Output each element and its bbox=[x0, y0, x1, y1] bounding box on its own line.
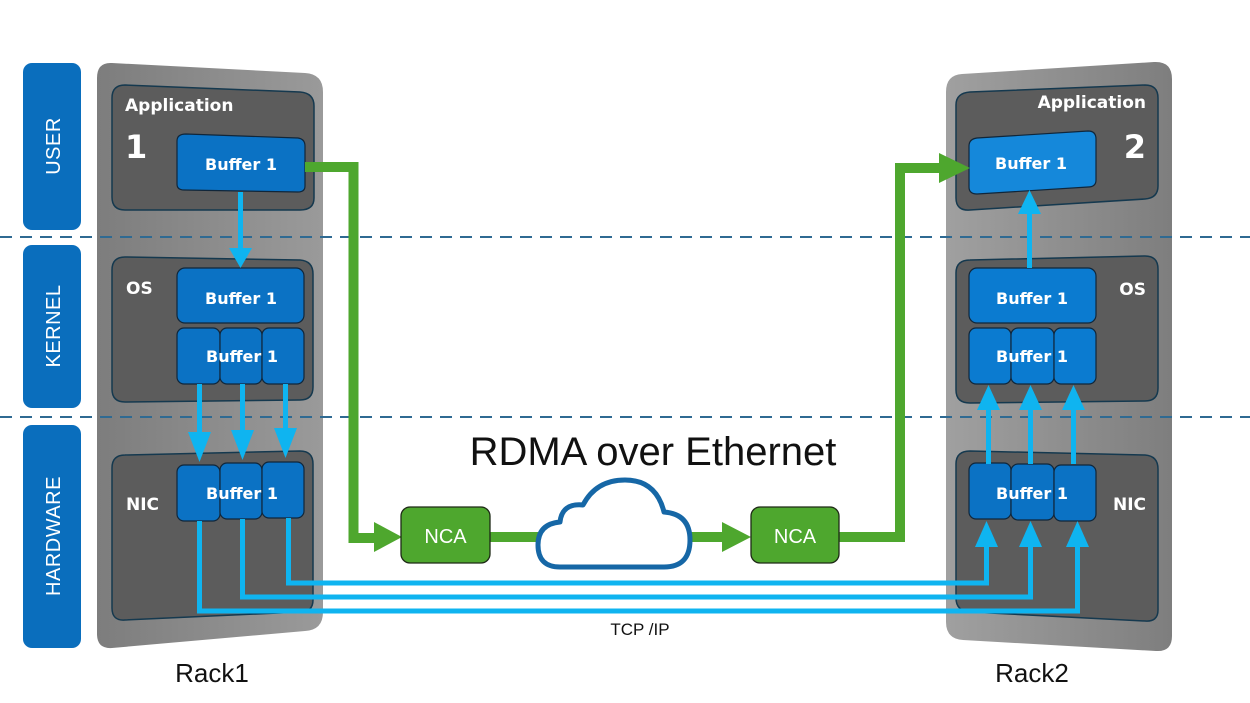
os-2-title: OS bbox=[1119, 280, 1146, 300]
arrow-right-icon bbox=[939, 153, 970, 183]
os-2-buffer-split: Buffer 1 bbox=[968, 327, 1097, 385]
layer-label-user-text: USER bbox=[43, 117, 65, 175]
arrow-up-icon bbox=[975, 521, 998, 547]
os-2-buffer-top-label: Buffer 1 bbox=[996, 289, 1068, 308]
nic-2-buffer-split-label: Buffer 1 bbox=[996, 484, 1068, 503]
arrow-down-icon bbox=[231, 430, 254, 460]
arrow-down-icon bbox=[188, 432, 211, 462]
nca-left: NCA bbox=[400, 506, 491, 564]
os-1-buffer-top: Buffer 1 bbox=[176, 267, 305, 324]
tcp-path-rack2-vertical bbox=[975, 190, 1089, 547]
arrow-up-icon bbox=[1062, 385, 1085, 410]
rack-2-label: Rack2 bbox=[995, 658, 1069, 688]
tcp-ip-label: TCP /IP bbox=[610, 620, 669, 639]
rack-1-label: Rack1 bbox=[175, 658, 249, 688]
tcp-line-3 bbox=[286, 518, 989, 586]
tcp-line-1 bbox=[197, 521, 1080, 614]
nic-2-title: NIC bbox=[1113, 495, 1146, 515]
os-1-title: OS bbox=[126, 279, 153, 299]
os-1-buffer-split-label: Buffer 1 bbox=[206, 347, 278, 366]
os-1-buffer-split: Buffer 1 bbox=[176, 327, 305, 385]
application-2-panel: Application 2 Buffer 1 bbox=[955, 84, 1159, 211]
layer-label-hardware: HARDWARE bbox=[23, 425, 81, 648]
os-2-buffer-top: Buffer 1 bbox=[968, 267, 1097, 324]
application-1-panel: Application 1 Buffer 1 bbox=[111, 84, 315, 211]
tcp-path-rack1-vertical bbox=[188, 192, 297, 462]
arrow-up-icon bbox=[1019, 521, 1042, 547]
layer-label-kernel: KERNEL bbox=[23, 245, 81, 408]
cloud-icon bbox=[535, 477, 693, 570]
application-1-title: Application bbox=[125, 96, 233, 116]
layer-label-user: USER bbox=[23, 63, 81, 230]
layer-label-hardware-text: HARDWARE bbox=[43, 476, 65, 596]
app-2-buffer: Buffer 1 bbox=[968, 130, 1097, 195]
application-2-number: 2 bbox=[1124, 128, 1146, 166]
nic-2-panel: NIC Buffer 1 bbox=[955, 450, 1159, 622]
layer-label-kernel-text: KERNEL bbox=[43, 284, 65, 367]
app-1-buffer-label: Buffer 1 bbox=[205, 155, 277, 174]
rack-2: Application 2 Buffer 1 OS Buffer 1 Buffe… bbox=[946, 61, 1172, 652]
os-1-panel: OS Buffer 1 Buffer 1 bbox=[111, 256, 314, 403]
nic-1-buffer-split: Buffer 1 bbox=[176, 461, 305, 522]
arrow-down-icon bbox=[274, 428, 297, 458]
arrow-right-icon bbox=[374, 522, 402, 552]
arrow-right-icon bbox=[722, 522, 751, 552]
nic-1-buffer-split-label: Buffer 1 bbox=[206, 484, 278, 503]
nic-2-buffer-split: Buffer 1 bbox=[968, 462, 1097, 522]
os-2-panel: OS Buffer 1 Buffer 1 bbox=[955, 255, 1159, 404]
diagram-title: RDMA over Ethernet bbox=[470, 430, 837, 474]
tcp-line-2 bbox=[240, 519, 1033, 600]
nca-left-label: NCA bbox=[424, 526, 467, 548]
arrow-up-icon bbox=[977, 385, 1000, 410]
os-2-buffer-split-label: Buffer 1 bbox=[996, 347, 1068, 366]
arrow-up-icon bbox=[1018, 190, 1041, 214]
arrow-up-icon bbox=[1019, 385, 1042, 410]
app-2-buffer-label: Buffer 1 bbox=[995, 154, 1067, 173]
rack-1: Application 1 Buffer 1 OS Buffer 1 Buffe… bbox=[97, 62, 323, 649]
arrow-up-icon bbox=[1066, 521, 1089, 547]
application-1-number: 1 bbox=[125, 128, 147, 166]
app-1-buffer: Buffer 1 bbox=[176, 133, 306, 193]
os-1-buffer-top-label: Buffer 1 bbox=[205, 289, 277, 308]
arrow-down-icon bbox=[229, 248, 252, 268]
nca-right: NCA bbox=[750, 506, 840, 564]
application-2-title: Application bbox=[1038, 93, 1146, 113]
nca-right-label: NCA bbox=[774, 526, 817, 548]
nic-1-title: NIC bbox=[126, 495, 159, 515]
tcp-ip-lines bbox=[197, 518, 1080, 614]
